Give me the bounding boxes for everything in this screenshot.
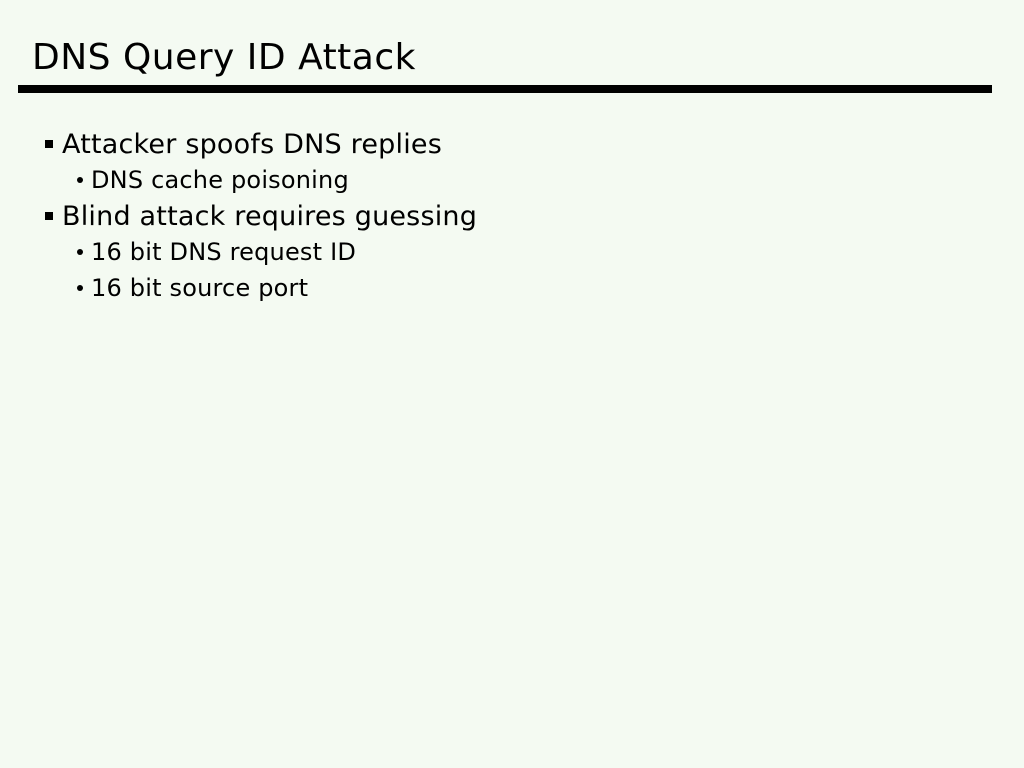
list-item: Attacker spoofs DNS replies bbox=[0, 126, 1024, 162]
list-item: 16 bit source port bbox=[0, 270, 1024, 306]
square-bullet-icon bbox=[45, 140, 53, 148]
round-bullet-icon bbox=[77, 249, 83, 255]
list-item: DNS cache poisoning bbox=[0, 162, 1024, 198]
square-bullet-icon bbox=[45, 212, 53, 220]
list-item: 16 bit DNS request ID bbox=[0, 234, 1024, 270]
bullet-text: 16 bit source port bbox=[91, 274, 309, 302]
page-title: DNS Query ID Attack bbox=[32, 37, 417, 78]
bullet-text: Attacker spoofs DNS replies bbox=[62, 128, 442, 160]
round-bullet-icon bbox=[77, 177, 83, 183]
bullet-text: DNS cache poisoning bbox=[91, 166, 349, 194]
round-bullet-icon bbox=[77, 285, 83, 291]
title-underline-rule bbox=[18, 85, 992, 93]
bullet-text: Blind attack requires guessing bbox=[62, 200, 478, 232]
list-item: Blind attack requires guessing bbox=[0, 198, 1024, 234]
bullet-text: 16 bit DNS request ID bbox=[91, 238, 357, 266]
